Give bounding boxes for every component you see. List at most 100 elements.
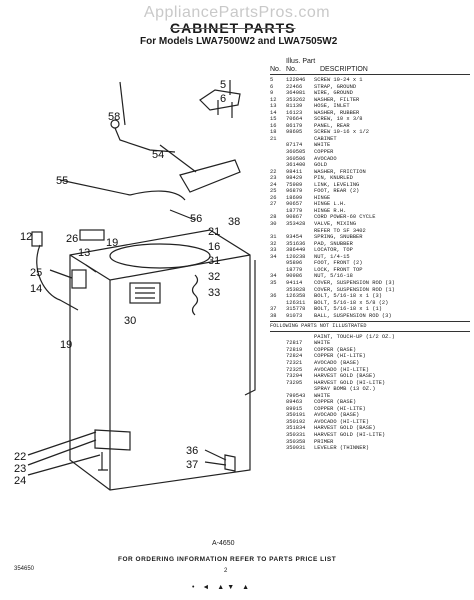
part-description: HARVEST GOLD (HI-LITE) — [314, 379, 386, 386]
part-number: 86179 — [286, 122, 303, 129]
part-number: 89463 — [286, 399, 303, 406]
callout-24: 24 — [14, 475, 26, 487]
watermark: AppliancePartsPros.com — [143, 4, 331, 21]
parts-header: No. No. DESCRIPTION — [270, 66, 470, 75]
part-description: BALL, SUSPENSION ROD (3) — [314, 312, 392, 319]
parts-row: REFER TO SF 3402 — [270, 228, 470, 235]
part-description: BOLT, 5/16-18 x 5/8 (2) — [314, 299, 389, 306]
part-description: AVOCADO (BASE) — [314, 359, 360, 366]
callout-6: 6 — [220, 93, 226, 105]
part-number: 70664 — [286, 116, 303, 123]
part-description: NUT, 5/16-18 — [314, 273, 353, 280]
illus-number: 37 — [270, 306, 277, 313]
part-description: WIRE, GROUND — [314, 90, 353, 97]
part-number: 72824 — [286, 353, 303, 360]
part-number: 72819 — [286, 346, 303, 353]
part-description: REFER TO SF 3402 — [314, 227, 366, 234]
callout-22: 22 — [14, 451, 26, 463]
part-number: 91073 — [286, 312, 303, 319]
part-number: 94114 — [286, 279, 303, 286]
part-description: PIN, KNURLED — [314, 175, 353, 182]
callout-33: 33 — [208, 287, 220, 299]
callout-19b: 19 — [60, 339, 72, 351]
part-number: 72817 — [286, 340, 303, 347]
parts-row: 18779 LOCK, FRONT TOP — [270, 267, 470, 274]
part-description: WHITE — [314, 142, 331, 149]
part-number: 75989 — [286, 181, 303, 188]
part-description: PAINT, TOUCH-UP (1/2 OZ.) — [314, 333, 395, 340]
part-description: HARVEST GOLD (BASE) — [314, 425, 376, 432]
part-description: LOCK, FRONT TOP — [314, 266, 363, 273]
callout-23: 23 — [14, 463, 26, 475]
header-description: DESCRIPTION — [320, 66, 368, 73]
part-number: 353428 — [286, 221, 306, 228]
part-description: SCREW 10-24 x 1 — [314, 77, 363, 83]
illus-number: 30 — [270, 221, 277, 228]
part-number: 315778 — [286, 306, 306, 313]
part-number: 122846 — [286, 77, 306, 83]
mixing-valve — [129, 282, 161, 304]
part-description: AVOCADO (HI-LITE) — [314, 366, 369, 373]
part-description: CORD POWER-60 CYCLE — [314, 214, 376, 221]
part-number: 96879 — [286, 188, 303, 195]
callout-56: 56 — [190, 213, 202, 225]
callout-5: 5 — [220, 79, 226, 91]
illus-number: 23 — [270, 175, 277, 182]
part-number: 360505 — [286, 149, 306, 156]
part-number: 350931 — [286, 445, 306, 452]
part-description: LOCATOR, TOP — [314, 247, 353, 254]
part-number: 98429 — [286, 175, 303, 182]
part-number: 98605 — [286, 129, 303, 136]
callout-16: 16 — [208, 241, 220, 253]
part-number: 799543 — [286, 392, 306, 399]
part-description: WHITE — [314, 392, 331, 399]
part-number: 18779 — [286, 266, 303, 273]
part-number: 360506 — [286, 155, 306, 162]
hinge-bracket — [79, 229, 105, 241]
illus-number: 24 — [270, 181, 277, 188]
part-number: 18779 — [286, 207, 303, 214]
part-description: SCREW, 10 x 3/8 — [314, 116, 363, 123]
snubber-spring — [191, 274, 199, 316]
figure-label: A-4650 — [212, 540, 235, 547]
part-number: 22466 — [286, 83, 303, 90]
illus-number: 35 — [270, 279, 277, 286]
part-number: 350191 — [286, 412, 306, 419]
rear-panel-bracket — [179, 159, 241, 193]
illus-number: 36 — [270, 293, 277, 300]
part-description: BOLT, 5/16-18 x 1 (3) — [314, 293, 382, 300]
parts-row: PAINT, TOUCH-UP (1/2 OZ.) — [270, 334, 470, 341]
illus-number: 5 — [270, 77, 274, 83]
part-number: 87174 — [286, 142, 303, 149]
part-number: 89915 — [286, 405, 303, 412]
part-description: LEVELER (THINNER) — [314, 445, 369, 452]
callout-30: 30 — [124, 315, 136, 327]
exploded-diagram: 5 6 58 54 55 26 12 13 19 56 21 38 16 31 … — [14, 79, 256, 491]
part-number: 73295 — [286, 379, 303, 386]
document-number: 354650 — [14, 566, 35, 572]
part-description: PAD, SNUBBER — [314, 240, 353, 247]
leveling-foot — [94, 429, 131, 451]
part-description: VALVE, MIXING — [314, 221, 357, 228]
illus-number: 25 — [270, 188, 277, 195]
illus-number: 9 — [270, 90, 274, 97]
callout-36: 36 — [186, 445, 198, 457]
callout-14: 14 — [30, 283, 42, 295]
